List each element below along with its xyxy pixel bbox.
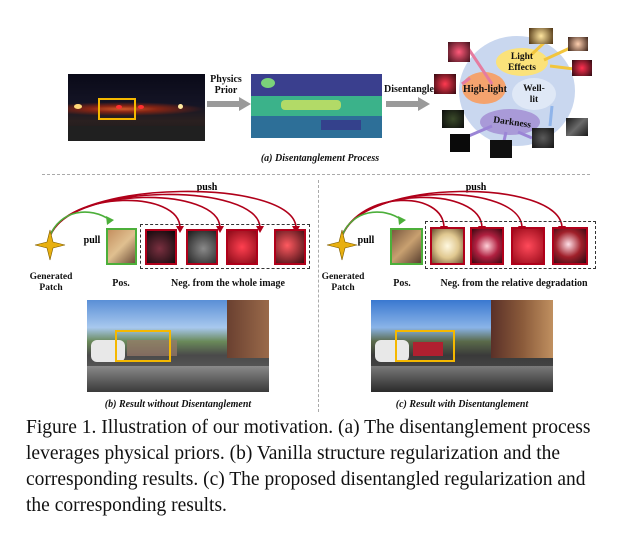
crop-thumb — [442, 110, 464, 128]
pos-label-right: Pos. — [393, 278, 411, 289]
push-pull-arrows-left: push pull — [34, 182, 300, 261]
highlight-box — [395, 330, 455, 362]
caption-b: (b) Result without Disentanglement — [104, 399, 252, 410]
highlight-box — [98, 98, 136, 120]
neg-label-right: Neg. from the relative degradation — [440, 278, 588, 289]
crop-thumb — [448, 42, 470, 62]
crop-thumb — [450, 134, 470, 152]
negative-patch-right — [511, 227, 545, 265]
crop-thumb — [568, 37, 588, 51]
arrow-disentangle — [386, 97, 430, 111]
negative-group-right — [425, 221, 596, 269]
negative-group-left — [140, 224, 310, 269]
divider-vertical — [318, 180, 319, 412]
result-image-left — [87, 300, 269, 392]
caption-c: (c) Result with Disentanglement — [395, 399, 529, 410]
positive-patch-left — [106, 228, 137, 265]
push-label-left: push — [197, 182, 218, 193]
caption-a: (a) Disentanglement Process — [260, 153, 380, 164]
high-light-label: High-light — [463, 84, 507, 95]
neg-label-left: Neg. from the whole image — [171, 278, 285, 289]
crop-thumb — [529, 28, 553, 44]
well-lit-label: Well-lit — [523, 84, 545, 105]
crop-thumb — [532, 128, 554, 148]
disentangle-label: Disentangle — [384, 84, 434, 95]
pos-label-left: Pos. — [112, 278, 130, 289]
crop-thumb — [566, 118, 588, 136]
pull-label-right: pull — [358, 235, 375, 246]
figure-caption: Figure 1. Illustration of our motivation… — [26, 417, 591, 516]
negative-patch-right — [430, 227, 465, 265]
push-label-right: push — [466, 182, 487, 193]
highlight-box — [115, 330, 171, 362]
pull-label-left: pull — [84, 235, 101, 246]
arrow-physics — [207, 97, 251, 111]
crop-thumb — [490, 140, 512, 158]
divider-horizontal — [42, 174, 590, 175]
positive-patch-right — [390, 228, 423, 265]
segmentation-map — [251, 74, 382, 138]
crop-thumb — [572, 60, 592, 76]
negative-patch-right — [552, 227, 588, 265]
negative-patch-left — [274, 229, 306, 265]
crop-thumb — [434, 74, 456, 94]
night-scene-image — [68, 74, 205, 141]
negative-patch-left — [186, 229, 218, 265]
result-image-right — [371, 300, 553, 392]
negative-patch-left — [145, 229, 177, 265]
negative-patch-left — [226, 229, 258, 265]
negative-patch-right — [470, 227, 504, 265]
